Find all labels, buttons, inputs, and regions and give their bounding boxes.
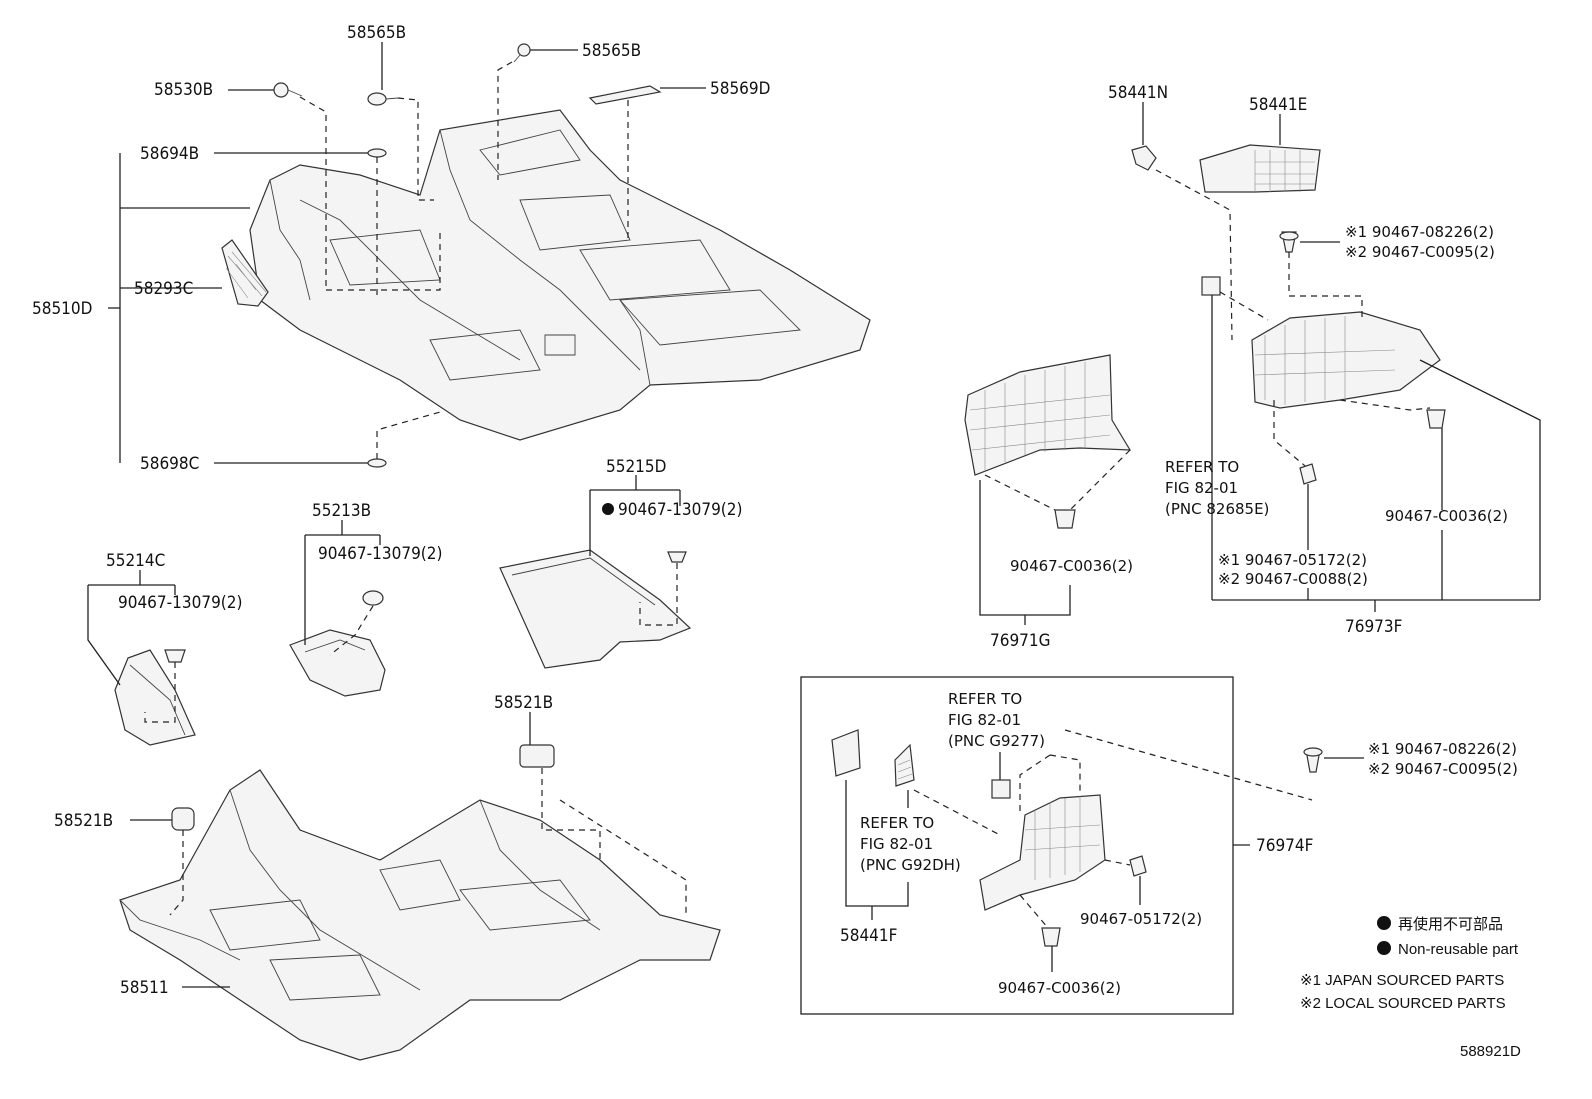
label-55214c: 55214C xyxy=(106,551,165,571)
label-box-ref-b3: (PNC G92DH) xyxy=(860,856,961,874)
floor-carpet-58510d[interactable] xyxy=(249,109,871,441)
label-58694b: 58694B xyxy=(140,144,199,164)
label-76971g: 76971G xyxy=(990,631,1051,651)
clip-76973f-right[interactable] xyxy=(1426,409,1446,429)
label-76973f-clip3-a: ※1 90467-05172(2) xyxy=(1218,551,1367,569)
label-58441n: 58441N xyxy=(1108,83,1168,103)
pad-55214c[interactable] xyxy=(114,649,196,746)
legend-nonreusable-en: Non-reusable part xyxy=(1398,941,1519,958)
clip-58565b-right[interactable] xyxy=(513,43,531,63)
pad-58441f-b[interactable] xyxy=(894,743,915,787)
clip-58441n[interactable] xyxy=(1131,145,1157,171)
pad-58293c[interactable] xyxy=(221,239,269,307)
label-76971g-clip: 90467-C0036(2) xyxy=(1010,557,1133,575)
label-box-ref-b1: REFER TO xyxy=(860,814,934,832)
label-76973f-ref1: REFER TO xyxy=(1165,458,1239,476)
label-55215d-clip: 90467-13079(2) xyxy=(618,500,742,520)
label-box-ref-a1: REFER TO xyxy=(948,690,1022,708)
clip-box-c0036[interactable] xyxy=(1041,927,1061,947)
label-58293c: 58293C xyxy=(134,279,193,299)
label-76973f-clip2: 90467-C0036(2) xyxy=(1385,507,1508,525)
floor-carpet-58511[interactable] xyxy=(119,769,721,1061)
panel-76973f[interactable] xyxy=(1251,311,1441,409)
clip-58565b-top[interactable] xyxy=(367,92,399,106)
clip-58530b[interactable] xyxy=(273,82,303,98)
clip-76974f-external[interactable] xyxy=(1303,747,1323,773)
label-76973f-ref3: (PNC 82685E) xyxy=(1165,500,1269,518)
label-76974f: 76974F xyxy=(1256,836,1313,856)
clip-76973f-mid[interactable] xyxy=(1299,463,1317,485)
clip-58521b-top[interactable] xyxy=(519,744,555,768)
panel-58441e[interactable] xyxy=(1199,144,1321,193)
label-76973f-ref2: FIG 82-01 xyxy=(1165,479,1238,497)
grommet-58698c[interactable] xyxy=(367,458,387,468)
label-76973f-clip1-b: ※2 90467-C0095(2) xyxy=(1345,243,1495,261)
figure-id: 588921D xyxy=(1460,1043,1521,1060)
grommet-58694b[interactable] xyxy=(367,148,387,158)
label-58511: 58511 xyxy=(120,978,169,998)
legend-dot-jp xyxy=(1377,916,1391,930)
label-55214c-clip: 90467-13079(2) xyxy=(118,593,242,613)
label-76974f-clip-a: ※1 90467-08226(2) xyxy=(1368,740,1517,758)
clip-box-05172[interactable] xyxy=(1129,855,1147,877)
label-58441f: 58441F xyxy=(840,926,897,946)
clip-76971g[interactable] xyxy=(1054,509,1076,529)
label-box-ref-b2: FIG 82-01 xyxy=(860,835,933,853)
label-58441e: 58441E xyxy=(1249,95,1307,115)
legend-note2: ※2 LOCAL SOURCED PARTS xyxy=(1300,995,1506,1012)
label-58565b-top: 58565B xyxy=(347,23,406,43)
label-box-ref-a3: (PNC G9277) xyxy=(948,732,1045,750)
label-58530b: 58530B xyxy=(154,80,213,100)
label-58565b-right: 58565B xyxy=(582,41,641,61)
legend-dot-en xyxy=(1377,941,1391,955)
clip-76973f-top[interactable] xyxy=(1279,231,1299,253)
label-box-clip2: 90467-C0036(2) xyxy=(998,979,1121,997)
clip-55214c[interactable] xyxy=(164,649,186,663)
label-58510d: 58510D xyxy=(32,299,92,319)
tag-g9277[interactable] xyxy=(991,779,1011,799)
label-box-clip1: 90467-05172(2) xyxy=(1080,910,1202,928)
nonreusable-mark-55215d xyxy=(602,503,614,515)
panel-76974f[interactable] xyxy=(979,794,1106,911)
label-58521b-left: 58521B xyxy=(54,811,113,831)
label-box-ref-a2: FIG 82-01 xyxy=(948,711,1021,729)
clip-55213b[interactable] xyxy=(362,590,384,606)
pad-58441f-a[interactable] xyxy=(831,729,861,777)
label-76974f-clip-b: ※2 90467-C0095(2) xyxy=(1368,760,1518,778)
label-76973f: 76973F xyxy=(1345,617,1402,637)
label-58698c: 58698C xyxy=(140,454,199,474)
label-55213b-clip: 90467-13079(2) xyxy=(318,544,442,564)
strip-58569d[interactable] xyxy=(588,85,662,105)
label-55213b: 55213B xyxy=(312,501,371,521)
tag-82685e[interactable] xyxy=(1201,276,1221,296)
label-58569d: 58569D xyxy=(710,79,770,99)
tray-55215d[interactable] xyxy=(499,549,692,669)
label-76973f-clip1-a: ※1 90467-08226(2) xyxy=(1345,223,1494,241)
legend-note1: ※1 JAPAN SOURCED PARTS xyxy=(1300,972,1504,989)
panel-76971g[interactable] xyxy=(964,354,1132,476)
pad-55213b[interactable] xyxy=(289,629,386,697)
label-58521b-top: 58521B xyxy=(494,693,553,713)
label-76973f-clip3-b: ※2 90467-C0088(2) xyxy=(1218,570,1368,588)
clip-55215d[interactable] xyxy=(667,551,687,563)
clip-58521b-left[interactable] xyxy=(171,807,195,831)
legend-nonreusable-jp: 再使用不可部品 xyxy=(1398,916,1503,933)
label-55215d: 55215D xyxy=(606,457,666,477)
